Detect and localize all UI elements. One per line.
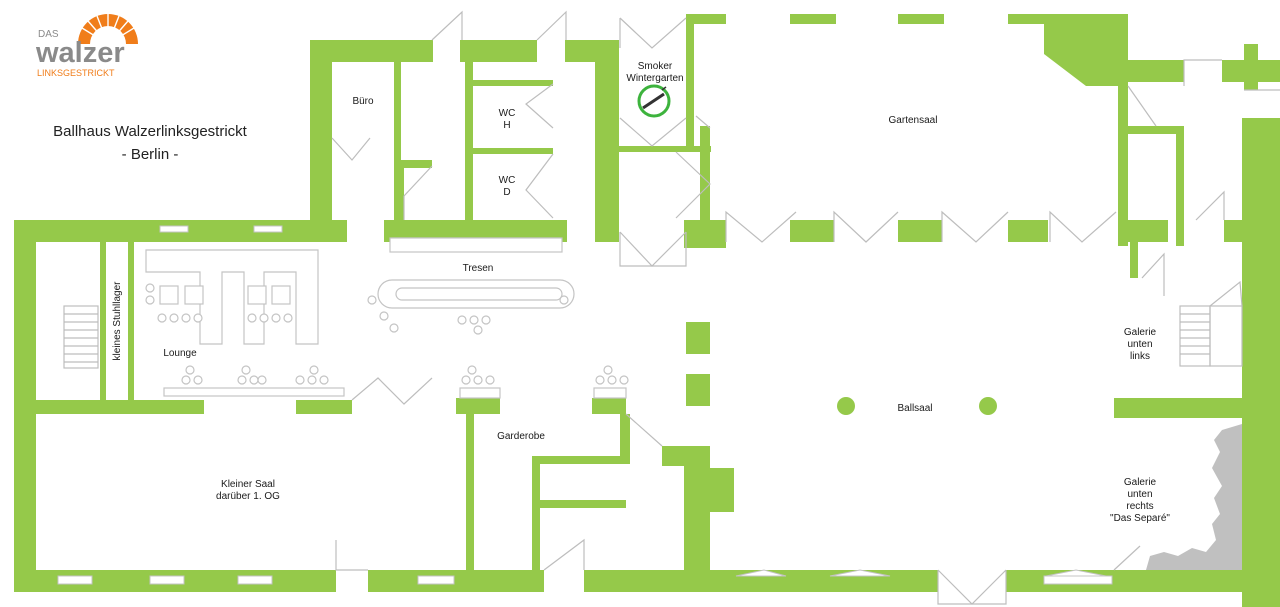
room-smoker-line1[interactable]: Smoker	[638, 61, 673, 72]
wc-counter	[389, 237, 563, 253]
room-wc-d-line2[interactable]: D	[503, 187, 510, 198]
room-ballsaal[interactable]: Ballsaal	[897, 403, 932, 414]
doors	[331, 10, 1280, 605]
stairs-left	[63, 305, 99, 369]
lounge-seating	[145, 249, 345, 397]
room-galerie-links-line2[interactable]: unten	[1127, 339, 1152, 350]
room-kleiner-saal-line1[interactable]: Kleiner Saal	[221, 479, 275, 490]
logo-walzer: walzer	[35, 37, 125, 69]
windows	[57, 225, 1113, 585]
logo-sunburst-icon	[78, 14, 138, 45]
room-garderobe[interactable]: Garderobe	[497, 431, 545, 442]
room-labels: Büro WC H WC D Smoker Wintergarten Garte…	[112, 61, 1170, 524]
logo-das: DAS	[38, 29, 59, 40]
room-wc-h-line2[interactable]: H	[503, 120, 510, 131]
room-galerie-rechts-line3[interactable]: rechts	[1126, 501, 1153, 512]
room-galerie-links-line1[interactable]: Galerie	[1124, 327, 1157, 338]
room-buero[interactable]: Büro	[352, 96, 374, 107]
separe-area	[1146, 424, 1242, 570]
logo[interactable]: DAS walzer LINKSGESTRICKT	[35, 14, 138, 78]
room-galerie-rechts-line1[interactable]: Galerie	[1124, 477, 1157, 488]
room-smoker-line2[interactable]: Wintergarten	[626, 73, 683, 84]
garderobe-counter	[459, 365, 629, 399]
pillar-right	[979, 397, 997, 415]
logo-linksgestrickt: LINKSGESTRICKT	[37, 68, 115, 78]
room-stuhllager[interactable]: kleines Stuhllager	[112, 281, 123, 361]
room-galerie-rechts-line2[interactable]: unten	[1127, 489, 1152, 500]
venue-title: Ballhaus Walzerlinksgestrickt	[53, 123, 248, 140]
pillar-left	[837, 397, 855, 415]
venue-subtitle: - Berlin -	[122, 146, 179, 163]
no-smoking-sign-icon	[637, 84, 671, 118]
room-gartensaal[interactable]: Gartensaal	[889, 115, 938, 126]
room-kleiner-saal-line2[interactable]: darüber 1. OG	[216, 491, 280, 502]
stairs-right	[1179, 280, 1243, 367]
room-wc-h-line1[interactable]: WC	[499, 108, 516, 119]
room-galerie-links-line3[interactable]: links	[1130, 351, 1150, 362]
room-galerie-rechts-line4[interactable]: "Das Separé"	[1110, 513, 1170, 524]
room-wc-d-line1[interactable]: WC	[499, 175, 516, 186]
room-lounge[interactable]: Lounge	[163, 348, 197, 359]
room-tresen[interactable]: Tresen	[463, 263, 494, 274]
